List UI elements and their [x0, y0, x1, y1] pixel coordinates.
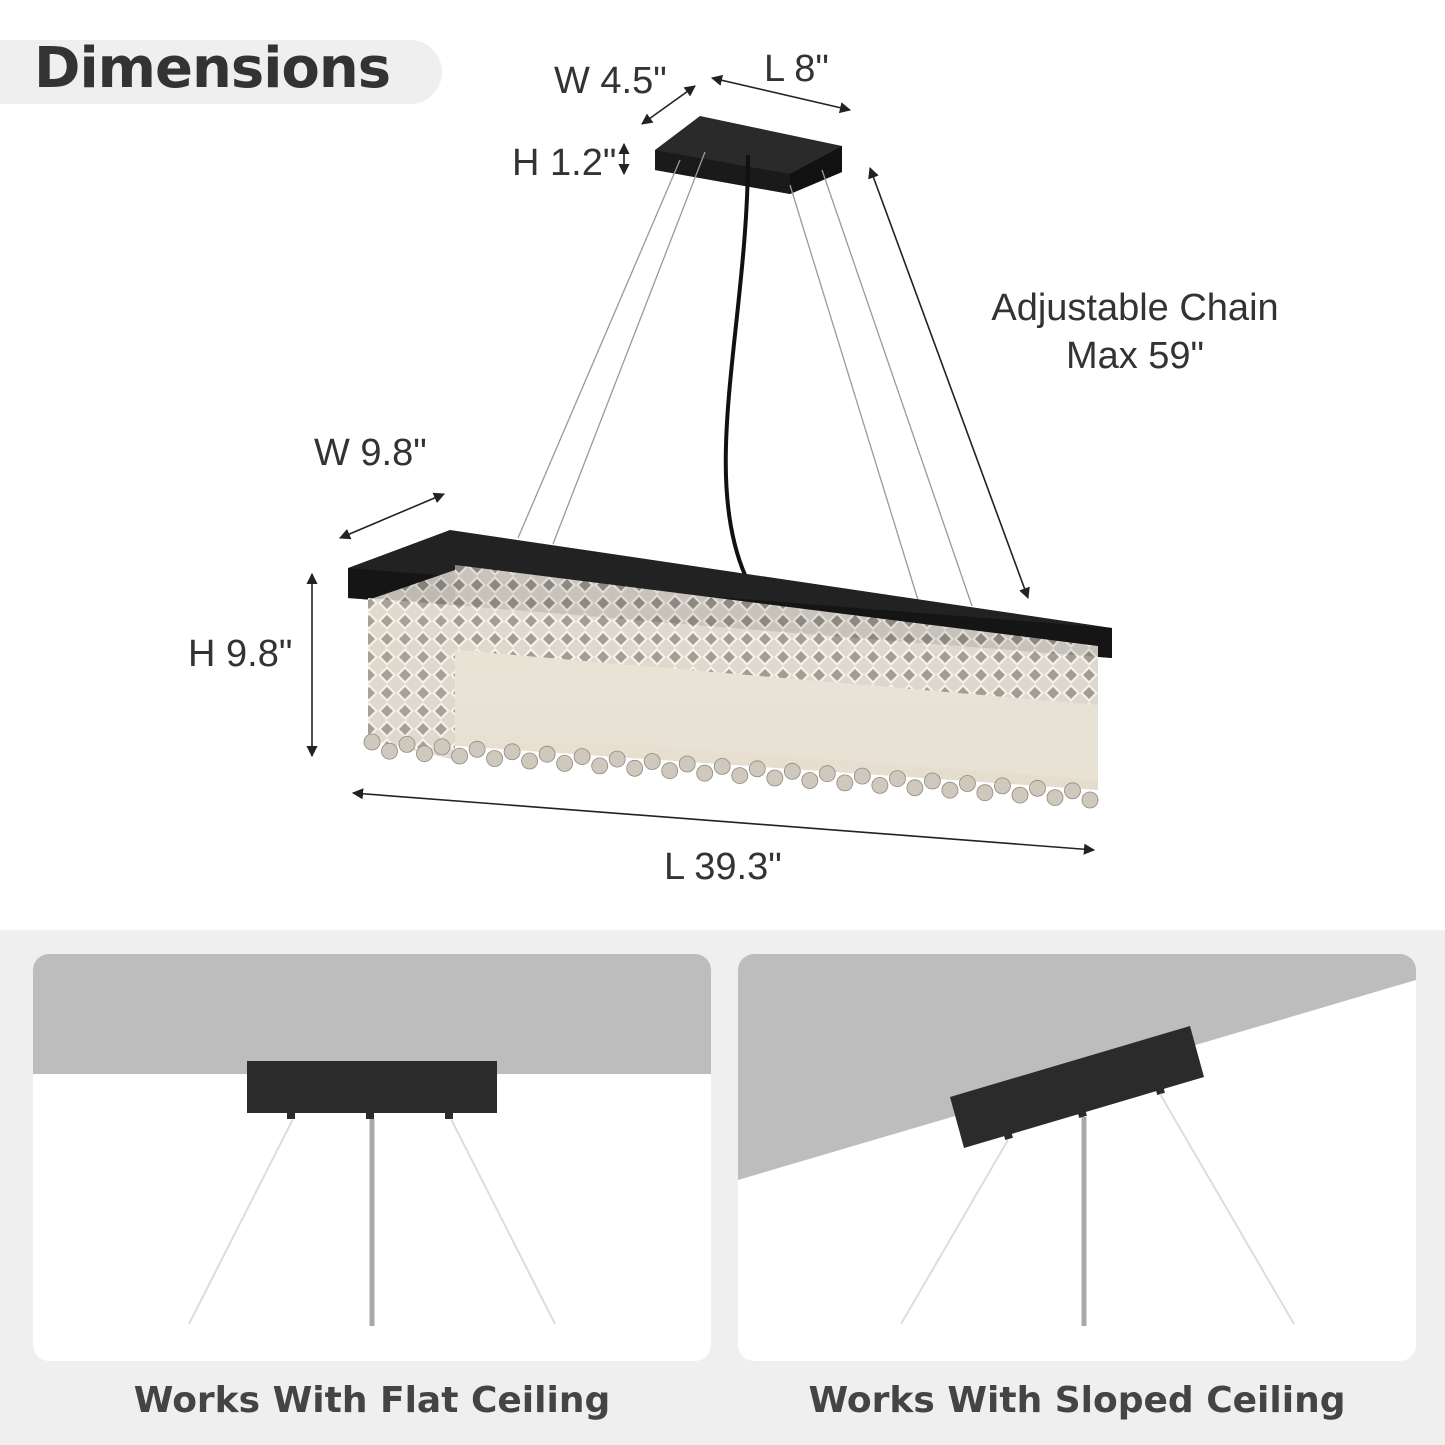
crystal-drop [748, 760, 766, 778]
crystal-drop [836, 774, 854, 792]
crystal-drop [486, 750, 504, 767]
chandelier-illustration [306, 74, 1112, 855]
crystal-drop [906, 779, 924, 797]
chain-arrow [868, 166, 1030, 600]
crystal-drop [994, 777, 1011, 795]
crystal-drop [818, 765, 836, 783]
crystal-drop [398, 736, 416, 753]
crystal-drop [1081, 791, 1099, 809]
crystal-drop [1029, 779, 1046, 797]
crystal-drop [416, 745, 433, 763]
chain-label-line1: Adjustable Chain [991, 287, 1279, 329]
crystal-drop [731, 767, 749, 784]
crystal-drop [696, 764, 714, 782]
page-title: Dimensions [34, 36, 391, 101]
sloped-ceiling-caption: Works With Sloped Ceiling [808, 1380, 1346, 1421]
sloped-ceiling-card [738, 954, 1416, 1361]
flat-ceiling [33, 954, 711, 1074]
fixture-width-label: W 9.8" [314, 432, 427, 474]
crystal-drop [678, 755, 696, 773]
flat-ceiling-card [33, 954, 711, 1361]
crystal-drop [1011, 786, 1029, 804]
canopy-height-label: H 1.2" [512, 142, 617, 184]
crystal-drop [451, 747, 469, 765]
chain-label: Adjustable Chain Max 59" [945, 285, 1325, 380]
flat-ceiling-canopy [247, 1061, 497, 1113]
crystal-drop [521, 752, 538, 770]
crystal-drop [363, 733, 381, 751]
flat-ceiling-caption: Works With Flat Ceiling [133, 1380, 611, 1421]
crystal-drop [889, 770, 906, 787]
crystal-drop [556, 755, 573, 772]
crystal-drop [381, 742, 398, 760]
crystal-drop [1064, 782, 1081, 800]
crystal-drop [924, 772, 941, 790]
crystal-drop [853, 767, 871, 785]
crystal-drop [976, 784, 994, 802]
crystal-drop [713, 758, 731, 775]
fixture-body [348, 530, 1112, 790]
canopy-width-label: W 4.5" [554, 60, 667, 102]
dimension-arrows [306, 74, 1096, 855]
fixture-length-arrow [351, 788, 1096, 855]
chain-label-line2: Max 59" [1065, 334, 1205, 377]
sloped-ceiling-canopy [950, 1026, 1204, 1148]
crystal-drop [1046, 789, 1064, 806]
flat-ceiling-diagram [33, 954, 711, 1326]
crystal-drop [801, 772, 819, 789]
crystal-drop [941, 781, 959, 799]
crystal-drop [538, 745, 556, 763]
fixture-height-label: H 9.8" [188, 633, 293, 675]
crystal-drop [468, 740, 486, 758]
crystal-drop [783, 762, 801, 780]
power-cord [723, 154, 750, 576]
crystal-drop [591, 757, 609, 775]
crystal-drop [626, 759, 644, 777]
sloped-ceiling-diagram [738, 954, 1416, 1326]
fixture-width-arrow [338, 492, 446, 540]
crystal-drop [871, 777, 889, 794]
canopy-width-arrow [641, 85, 696, 125]
fixture-length-label: L 39.3" [664, 846, 782, 888]
crystal-drop [503, 743, 521, 761]
canopy-length-label: L 8" [764, 48, 829, 90]
crystal-drop [661, 762, 679, 780]
canopy-length-arrow [710, 74, 852, 114]
crystal-drop [573, 748, 591, 765]
crystal-drop [959, 775, 976, 792]
crystal-drop [433, 738, 451, 756]
crystal-drop [608, 750, 626, 768]
crystal-drop [643, 753, 661, 770]
crystal-drop [766, 769, 784, 787]
title-background [0, 40, 442, 104]
